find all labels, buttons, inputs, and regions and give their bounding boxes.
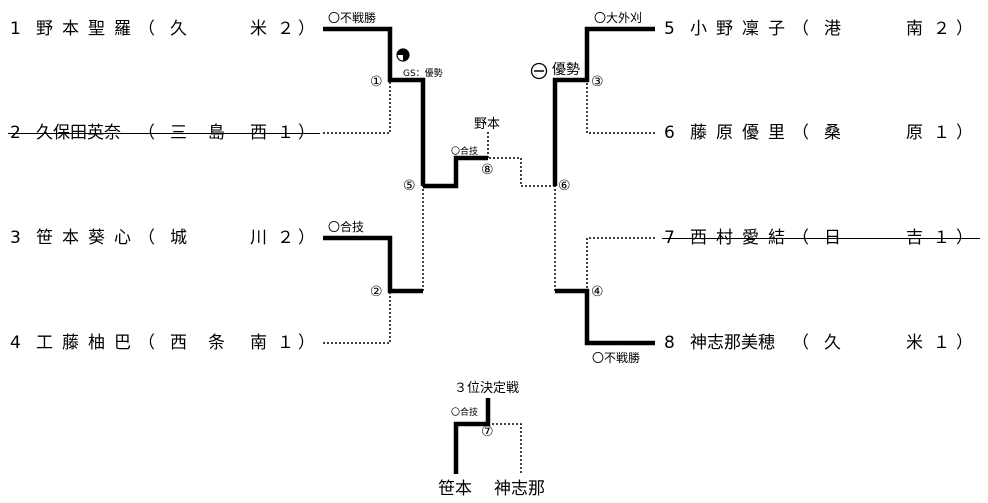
player-name: 久保田英奈	[36, 123, 121, 143]
player-7: 7 西村愛結 （ 日 吉１ ）	[662, 225, 980, 251]
match-number-8: ⑧	[481, 162, 494, 178]
player-6: 6 藤原優里 （ 桑 原１ ）	[662, 120, 980, 146]
player-school-mid: 条	[208, 333, 225, 353]
third-place-result: 〇合技	[451, 408, 479, 418]
player-school-mid: 島	[208, 123, 225, 143]
bracket-line-6	[423, 155, 488, 189]
player-school: 三	[170, 123, 187, 143]
player-school-grade: 川２	[250, 228, 304, 248]
match-number-6: ⑥	[558, 178, 571, 194]
player-school: 城	[170, 228, 187, 248]
paren-open: （	[138, 228, 155, 248]
match-2-result: 〇合技	[328, 220, 365, 234]
paren-open: （	[792, 123, 809, 143]
match-4-result: 〇不戦勝	[592, 351, 641, 365]
player-2: 2 久保田英奈 （ 三 島 西１ ）	[8, 120, 320, 146]
player-school-grade: 南２	[906, 19, 960, 39]
paren-open: （	[792, 19, 809, 39]
match-1-gs-result: GS：優勢	[403, 69, 443, 79]
player-4: 4 工藤柚巴 （ 西 条 南１ ）	[8, 330, 320, 356]
paren-close: ）	[298, 228, 315, 248]
player-school-grade: 吉１	[906, 228, 960, 248]
match-number-7: ⑦	[481, 424, 494, 440]
player-seed: 6	[664, 123, 675, 143]
third-place-right-name: 神志那	[494, 479, 545, 499]
player-school-grade: 南１	[250, 333, 304, 353]
bracket-line-7	[552, 26, 655, 186]
player-seed: 4	[10, 333, 21, 353]
player-school: 桑	[824, 123, 841, 143]
match-1-result: 〇不戦勝	[328, 11, 377, 25]
paren-close: ）	[298, 19, 315, 39]
paren-open: （	[138, 333, 155, 353]
player-school-grade: 米２	[250, 19, 304, 39]
paren-close: ）	[956, 19, 973, 39]
paren-open: （	[138, 19, 155, 39]
player-school-grade: 原１	[906, 123, 960, 143]
player-1: 1 野本聖羅 （ 久 米２ ）	[8, 16, 320, 42]
final-result: 〇合技	[451, 147, 479, 157]
match-3-yusei: 優勢	[552, 62, 580, 78]
paren-close: ）	[956, 228, 973, 248]
bracket-line-15	[488, 423, 522, 474]
paren-open: （	[792, 333, 809, 353]
champion-name: 野本	[474, 117, 501, 132]
player-5: 5 小野凜子 （ 港 南２ ）	[662, 16, 980, 42]
match-number-2: ②	[370, 284, 383, 300]
paren-close: ）	[956, 333, 973, 353]
paren-open: （	[792, 228, 809, 248]
paren-open: （	[138, 123, 155, 143]
player-school: 西	[170, 333, 187, 353]
bracket-line-14	[453, 398, 491, 474]
paren-close: ）	[956, 123, 973, 143]
bracket-line-9	[586, 237, 655, 291]
player-name: 野本聖羅	[36, 19, 140, 39]
match-number-3: ③	[591, 74, 604, 90]
player-name: 西村愛結	[690, 228, 794, 248]
half-filled-circle-icon	[396, 48, 410, 62]
match-number-1: ①	[370, 74, 383, 90]
player-name: 笹本葵心	[36, 228, 140, 248]
third-place-left-name: 笹本	[438, 479, 472, 499]
player-name: 神志那美穂	[690, 333, 775, 353]
player-name: 小野凜子	[690, 19, 794, 39]
match-number-5: ⑤	[403, 178, 416, 194]
match-3-result: 〇大外刈	[594, 11, 643, 25]
player-3: 3 笹本葵心 （ 城 川２ ）	[8, 225, 320, 251]
player-seed: 7	[664, 228, 675, 248]
bracket-line-1	[323, 26, 426, 186]
minus-circle-icon	[530, 62, 548, 80]
player-seed: 5	[664, 19, 675, 39]
bracket-line-3	[323, 235, 423, 294]
player-seed: 1	[10, 19, 21, 39]
player-seed: 8	[664, 333, 675, 353]
player-school-grade: 西１	[250, 123, 304, 143]
player-name: 工藤柚巴	[36, 333, 140, 353]
match-number-4: ④	[591, 284, 604, 300]
paren-close: ）	[298, 333, 315, 353]
player-school: 久	[824, 333, 841, 353]
player-school: 久	[170, 19, 187, 39]
third-place-title: ３位決定戦	[454, 381, 520, 396]
bracket-line-10	[555, 288, 655, 346]
paren-close: ）	[298, 123, 315, 143]
player-school: 日	[824, 228, 841, 248]
player-school: 港	[824, 19, 841, 39]
player-school-grade: 米１	[906, 333, 960, 353]
player-8: 8 神志那美穂 （ 久 米１ ）	[662, 330, 980, 356]
player-name: 藤原優里	[690, 123, 794, 143]
bracket-line-12	[488, 157, 555, 187]
bracket-line-8	[586, 80, 655, 134]
bracket-line-4	[323, 291, 391, 344]
player-seed: 2	[10, 123, 21, 143]
player-seed: 3	[10, 228, 21, 248]
